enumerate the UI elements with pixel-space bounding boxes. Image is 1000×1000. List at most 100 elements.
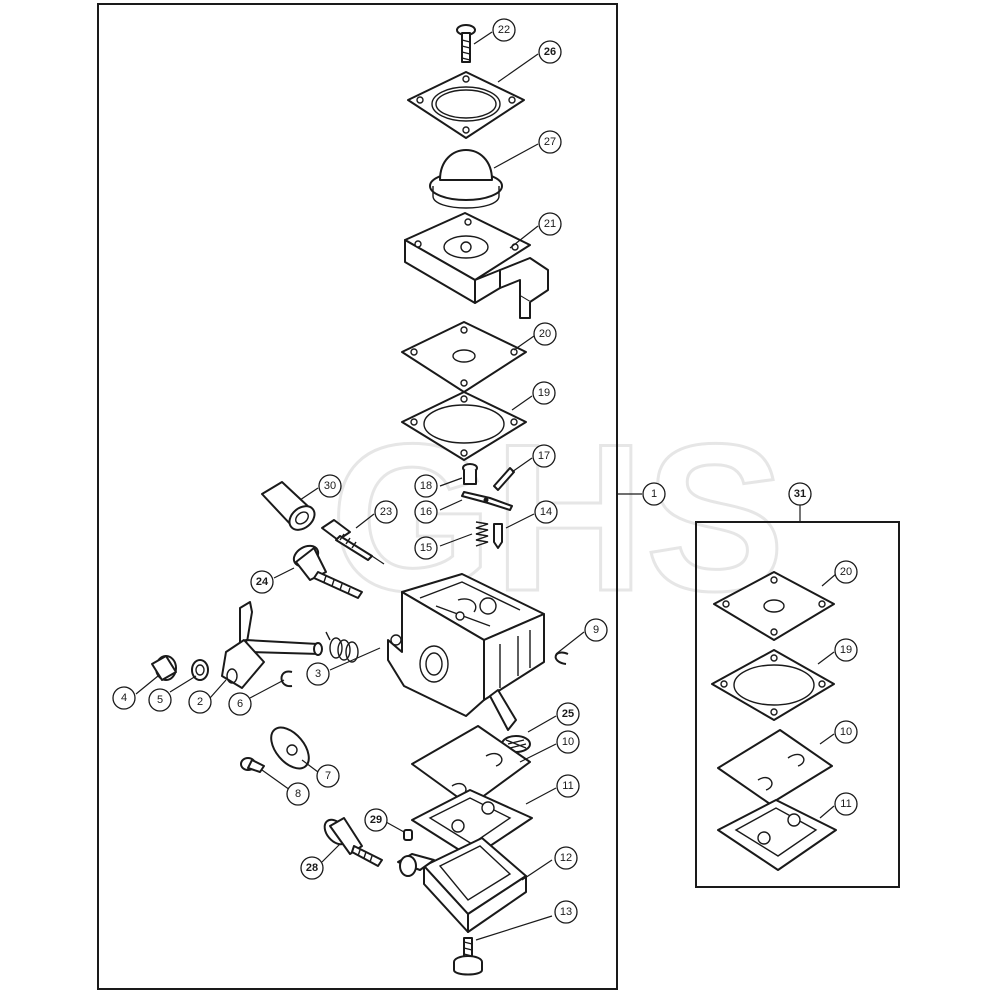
callout-25: 25 — [556, 702, 580, 726]
callout-label: 19 — [840, 644, 852, 656]
pump-cover-part-21 — [404, 212, 549, 319]
callout-19: 19 — [532, 381, 556, 405]
callout-30: 30 — [318, 474, 342, 498]
diaphragm-part-20 — [401, 321, 527, 393]
callout-kit-10: 10 — [834, 720, 858, 744]
callout-9: 9 — [584, 618, 608, 642]
callout-label: 20 — [539, 328, 551, 340]
callout-14: 14 — [534, 500, 558, 524]
callout-31: 31 — [788, 482, 812, 506]
kit-gasket-19 — [711, 649, 835, 721]
callout-label: 20 — [840, 566, 852, 578]
callout-label: 3 — [315, 668, 321, 680]
callout-17: 17 — [532, 444, 556, 468]
callout-label: 30 — [324, 480, 336, 492]
callout-label: 18 — [420, 480, 432, 492]
callout-label: 14 — [540, 506, 552, 518]
base-plate-part-12 — [397, 837, 527, 933]
callout-label: 5 — [157, 694, 163, 706]
spring-part-3 — [325, 631, 359, 663]
callout-label: 31 — [794, 488, 806, 500]
callout-label: 13 — [560, 906, 572, 918]
callout-20: 20 — [533, 322, 557, 346]
clip-part-6 — [280, 670, 293, 688]
callout-label: 6 — [237, 698, 243, 710]
diaphragm-part-10 — [411, 725, 531, 807]
callout-8: 8 — [286, 782, 310, 806]
callout-kit-20: 20 — [834, 560, 858, 584]
plug-part-29 — [403, 829, 413, 841]
callout-label: 15 — [420, 542, 432, 554]
disc-part-7 — [270, 726, 310, 770]
lever-part-16 — [461, 491, 513, 511]
callout-label: 10 — [840, 726, 852, 738]
callout-13: 13 — [554, 900, 578, 924]
kit-diaphragm-20 — [713, 571, 835, 641]
screw-part-18 — [462, 463, 478, 485]
gasket-part-26 — [407, 71, 525, 139]
callout-kit-19: 19 — [834, 638, 858, 662]
callout-label: 28 — [306, 862, 318, 874]
callout-label: 24 — [256, 576, 269, 588]
callout-label: 12 — [560, 852, 572, 864]
callout-18: 18 — [414, 474, 438, 498]
callout-label: 4 — [121, 692, 127, 704]
callout-label: 27 — [544, 136, 556, 148]
kit-gasket-11 — [717, 799, 837, 871]
callout-4: 4 — [112, 686, 136, 710]
callout-28: 28 — [300, 856, 324, 880]
callout-label: 10 — [562, 736, 574, 748]
screw-part-8 — [240, 757, 265, 773]
throttle-shaft-assembly — [221, 601, 323, 689]
callout-label: 9 — [593, 624, 599, 636]
pin-part-17 — [493, 467, 515, 491]
callout-7: 7 — [316, 764, 340, 788]
screw-part-22 — [456, 24, 476, 63]
screw-part-28 — [323, 817, 383, 867]
washer-part-5 — [191, 659, 209, 681]
adjusting-screw-part-24 — [292, 544, 363, 599]
callout-12: 12 — [554, 846, 578, 870]
callout-label: 8 — [295, 788, 301, 800]
cap-part-4 — [151, 655, 177, 681]
callout-23: 23 — [374, 500, 398, 524]
callout-label: 11 — [562, 780, 573, 792]
cap-part-30 — [261, 481, 316, 531]
callout-29: 29 — [364, 808, 388, 832]
callout-label: 25 — [562, 708, 574, 720]
callout-26: 26 — [538, 40, 562, 64]
callout-15: 15 — [414, 536, 438, 560]
callout-27: 27 — [538, 130, 562, 154]
callout-label: 29 — [370, 814, 382, 826]
callout-6: 6 — [228, 692, 252, 716]
callout-label: 7 — [325, 770, 331, 782]
idle-screw-part-23 — [321, 519, 385, 565]
callout-22: 22 — [492, 18, 516, 42]
callout-16: 16 — [414, 500, 438, 524]
spring-part-15 — [475, 521, 489, 547]
callout-10: 10 — [556, 730, 580, 754]
leader-lines — [135, 31, 837, 941]
callout-label: 19 — [538, 387, 550, 399]
main-assembly-frame — [97, 3, 618, 990]
kit-diaphragm-10 — [717, 729, 833, 805]
needle-valve-part-14 — [493, 523, 503, 549]
callout-label: 2 — [197, 696, 203, 708]
gasket-part-19 — [401, 391, 527, 461]
callout-label: 26 — [544, 46, 556, 58]
callout-label: 22 — [498, 24, 510, 36]
primer-bulb-part-27 — [429, 149, 503, 209]
callout-label: 11 — [840, 798, 851, 810]
callout-11: 11 — [556, 774, 580, 798]
clip-part-9 — [554, 651, 569, 665]
callout-2: 2 — [188, 690, 212, 714]
callout-24: 24 — [250, 570, 274, 594]
callout-label: 17 — [538, 450, 550, 462]
callout-3: 3 — [306, 662, 330, 686]
callout-label: 21 — [544, 218, 556, 230]
carburetor-body — [387, 573, 545, 731]
callout-21: 21 — [538, 212, 562, 236]
callout-label: 23 — [380, 506, 392, 518]
callout-label: 16 — [420, 506, 432, 518]
